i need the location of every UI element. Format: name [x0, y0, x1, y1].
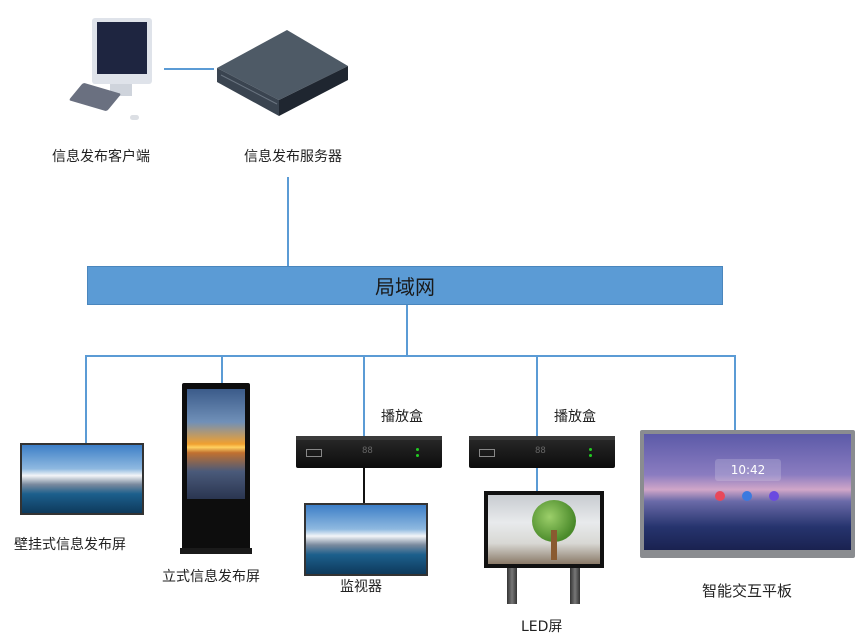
connector-server-lan: [287, 177, 289, 267]
app-icon-blue: [742, 491, 752, 501]
app-icon-red: [715, 491, 725, 501]
wall-display-icon[interactable]: [20, 443, 144, 515]
monitor-label: 监视器: [340, 579, 382, 595]
connector-smart-board: [734, 355, 736, 430]
server-box-icon[interactable]: [215, 28, 350, 118]
status-led-icon: [416, 448, 419, 451]
connector-client-server: [164, 68, 214, 70]
server-top: [217, 30, 348, 100]
connector-wall-screen: [85, 355, 87, 444]
mouse-icon: [130, 115, 139, 120]
kiosk-label: 立式信息发布屏: [162, 569, 260, 585]
led-screen-label: LED屏: [521, 619, 563, 635]
player-display: 88: [535, 446, 546, 456]
connector-kiosk: [221, 355, 223, 384]
smart-board-label: 智能交互平板: [702, 582, 793, 600]
server-front-groove: [220, 74, 278, 105]
server-label: 信息发布服务器: [244, 149, 342, 165]
status-led-icon: [589, 448, 592, 451]
player-display: 88: [362, 446, 373, 456]
monitor-icon[interactable]: [304, 503, 428, 576]
connector-player1-monitor: [363, 467, 365, 503]
wall-screen-label: 壁挂式信息发布屏: [14, 537, 126, 553]
player-top: [296, 436, 442, 440]
player-top: [469, 436, 615, 440]
media-player-box-icon[interactable]: 88: [296, 436, 442, 468]
server-front: [217, 68, 279, 116]
lan-label: 局域网: [375, 275, 435, 299]
client-label: 信息发布客户端: [52, 149, 150, 165]
player-button: [306, 449, 322, 457]
connector-player2-led: [536, 467, 538, 492]
pc-screen: [97, 22, 147, 74]
player-box-2-label: 播放盒: [554, 409, 596, 425]
connector-lan-trunk: [406, 305, 408, 356]
player-button: [479, 449, 495, 457]
led-leg-left: [507, 568, 517, 604]
connector-player-1: [363, 355, 365, 437]
connector-bus: [85, 355, 736, 357]
kiosk-screen: [187, 389, 245, 499]
connector-player-2: [536, 355, 538, 437]
player-box-1-label: 播放盒: [381, 409, 423, 425]
app-icon-purple: [769, 491, 779, 501]
status-led-icon: [416, 454, 419, 457]
status-led-icon: [589, 454, 592, 457]
tree-trunk: [551, 530, 557, 560]
kiosk-base: [180, 548, 252, 554]
server-side: [279, 66, 348, 116]
media-player-box-icon[interactable]: 88: [469, 436, 615, 468]
lan-bar[interactable]: 局域网: [87, 266, 723, 305]
led-leg-right: [570, 568, 580, 604]
board-clock: 10:42: [715, 459, 781, 481]
